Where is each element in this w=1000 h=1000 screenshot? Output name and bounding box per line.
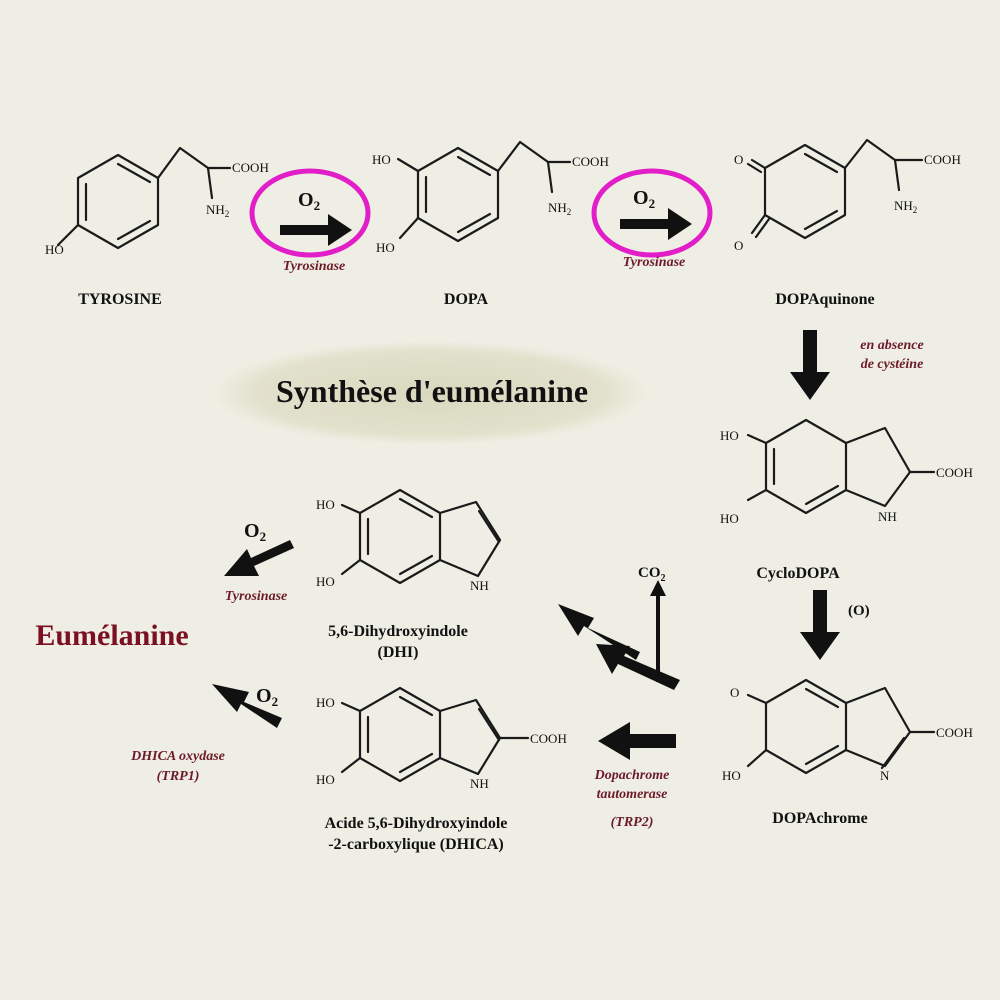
- cyclodopa-to-dopachrome-arrow: [800, 590, 840, 660]
- absence-cysteine-line1: en absence: [860, 338, 923, 353]
- co2-label: CO2: [638, 565, 666, 584]
- cyclodopa-name: CycloDOPA: [756, 565, 840, 582]
- tyrosinase-label-1: Tyrosinase: [283, 259, 345, 274]
- highlight-circle-2: [591, 168, 713, 258]
- dhi-to-eumelanine-arrow: O2: [224, 520, 294, 576]
- o2-label-2: O2: [633, 187, 655, 211]
- dhica-ho-bottom: HO: [316, 772, 335, 787]
- dhica-cooh-label: COOH: [530, 731, 567, 746]
- dopachrome-ho-label: HO: [722, 768, 741, 783]
- tyrosine-to-dopa-arrow: O2: [249, 168, 371, 258]
- dopaquinone-o-top: O: [734, 152, 743, 167]
- dhi-structure: HO HO NH: [316, 488, 502, 593]
- tautomerase-line2: tautomerase: [597, 787, 668, 802]
- dhi-ho-bottom: HO: [316, 574, 335, 589]
- cyclodopa-structure: HO HO COOH NH: [720, 418, 973, 526]
- dopa-nh2-label: NH2: [548, 200, 571, 217]
- dopa-name: DOPA: [444, 291, 489, 308]
- dopa-to-dopaquinone-arrow: O2: [591, 168, 713, 258]
- dhi-name-line2: (DHI): [378, 644, 419, 661]
- dhica-name-line1: Acide 5,6-Dihydroxyindole: [325, 815, 508, 832]
- tyrosine-name: TYROSINE: [78, 291, 162, 308]
- title-ellipse: [212, 341, 648, 445]
- oxidation-label: (O): [848, 603, 870, 619]
- tyrosine-structure: HO COOH NH2: [45, 146, 269, 257]
- cyclodopa-ho-top: HO: [720, 428, 739, 443]
- dopa-ho-top: HO: [372, 152, 391, 167]
- diagram-title: Synthèse d'eumélanine: [276, 373, 588, 409]
- tyrosinase-label-3: Tyrosinase: [225, 589, 287, 604]
- dhica-to-eumelanine-arrow: O2: [212, 684, 282, 728]
- dopaquinone-o-bottom: O: [734, 238, 743, 253]
- tyrosine-ho-label: HO: [45, 242, 64, 257]
- dhi-name-line1: 5,6-Dihydroxyindole: [328, 623, 468, 640]
- dopaquinone-structure: O O COOH NH2: [734, 138, 961, 253]
- dhi-ho-top: HO: [316, 497, 335, 512]
- dhica-oxydase-line1: DHICA oxydase: [130, 749, 225, 764]
- dhica-structure: HO HO COOH NH: [316, 686, 567, 791]
- cyclodopa-ho-bottom: HO: [720, 511, 739, 526]
- dhica-name-line2: -2-carboxylique (DHICA): [328, 836, 504, 853]
- dopaquinone-to-cyclodopa-arrow: [790, 330, 830, 400]
- dopa-ho-bottom: HO: [376, 240, 395, 255]
- dhica-oxydase-line2: (TRP1): [157, 769, 200, 784]
- tyrosine-cooh-label: COOH: [232, 160, 269, 175]
- dopa-cooh-label: COOH: [572, 154, 609, 169]
- dopachrome-to-dhi-arrows: [558, 580, 680, 690]
- dhica-ho-top: HO: [316, 695, 335, 710]
- cyclodopa-nh-label: NH: [878, 509, 897, 524]
- dopa-structure: HO HO COOH NH2: [372, 140, 609, 255]
- dopaquinone-name: DOPAquinone: [775, 291, 874, 308]
- eumelanine-product: Eumélanine: [35, 619, 188, 652]
- dopachrome-structure: O HO COOH N: [722, 678, 973, 783]
- cyclodopa-cooh-label: COOH: [936, 465, 973, 480]
- dopachrome-to-dhica-arrow: [598, 722, 676, 760]
- dhica-nh-label: NH: [470, 776, 489, 791]
- dopachrome-cooh-label: COOH: [936, 725, 973, 740]
- o2-label-1: O2: [298, 189, 320, 213]
- dopachrome-name: DOPAchrome: [772, 810, 867, 827]
- highlight-circle-1: [249, 168, 371, 258]
- o2-label-4: O2: [256, 685, 278, 709]
- tyrosine-nh2-label: NH2: [206, 202, 229, 219]
- tautomerase-line1: Dopachrome: [594, 768, 670, 783]
- tyrosinase-label-2: Tyrosinase: [623, 255, 685, 270]
- dopaquinone-cooh-label: COOH: [924, 152, 961, 167]
- dhi-nh-label: NH: [470, 578, 489, 593]
- dopaquinone-nh2-label: NH2: [894, 198, 917, 215]
- absence-cysteine-line2: de cystéine: [861, 357, 924, 372]
- dopachrome-n-label: N: [880, 768, 890, 783]
- tautomerase-line3: (TRP2): [611, 815, 654, 830]
- o2-label-3: O2: [244, 520, 266, 544]
- dopachrome-o-label: O: [730, 685, 739, 700]
